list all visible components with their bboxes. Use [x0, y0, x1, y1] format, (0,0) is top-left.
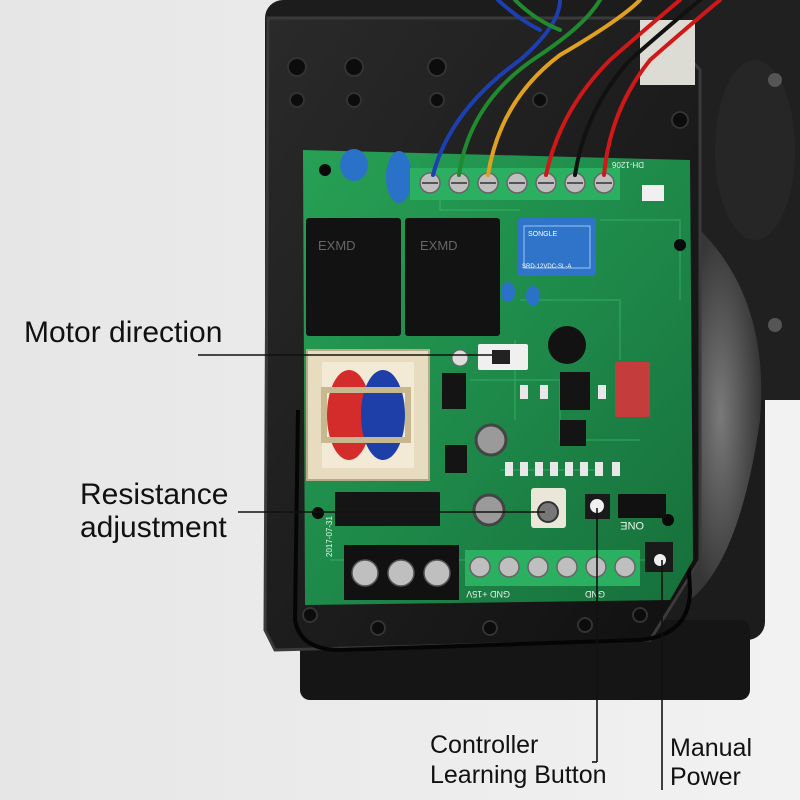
board-text: EXMD EXMD SONGLE SRD-12VDC-SL-A DH-1206 …: [318, 160, 644, 599]
top-terminal-block: [410, 168, 620, 200]
resistance-adjustment-label-line1: Resistance: [80, 478, 229, 511]
transformer: [306, 349, 430, 481]
colored-wires: [431, 0, 722, 177]
relay-model-text: SONGLE: [528, 231, 558, 238]
blue-capacitors: [340, 149, 540, 306]
resistance-adjustment-label-line2: adjustment: [80, 511, 227, 544]
gnd-label-text: GND: [585, 589, 606, 599]
leader-lines: [198, 354, 663, 790]
one-label-text: ONE: [620, 519, 644, 531]
manual-power-label-line1: Manual: [670, 734, 752, 762]
relays: [306, 218, 596, 336]
relay-brand-2-text: EXMD: [420, 238, 458, 253]
components: [335, 185, 673, 572]
date-text: 2017-07-31: [325, 516, 334, 557]
controller-learning-label-line2: Learning Button: [430, 761, 607, 789]
relay-rating-text: SRD-12VDC-SL-A: [522, 264, 571, 270]
motor-direction-label: Motor direction: [24, 316, 223, 349]
manual-power-label-line2: Power: [670, 763, 741, 791]
controller-learning-label-line1: Controller: [430, 731, 539, 759]
bottom-terminal-blocks: [344, 545, 640, 600]
terminal-label-text: GND +15V: [466, 589, 510, 599]
relay-brand-1-text: EXMD: [318, 238, 356, 253]
model-text: DH-1206: [611, 160, 644, 169]
